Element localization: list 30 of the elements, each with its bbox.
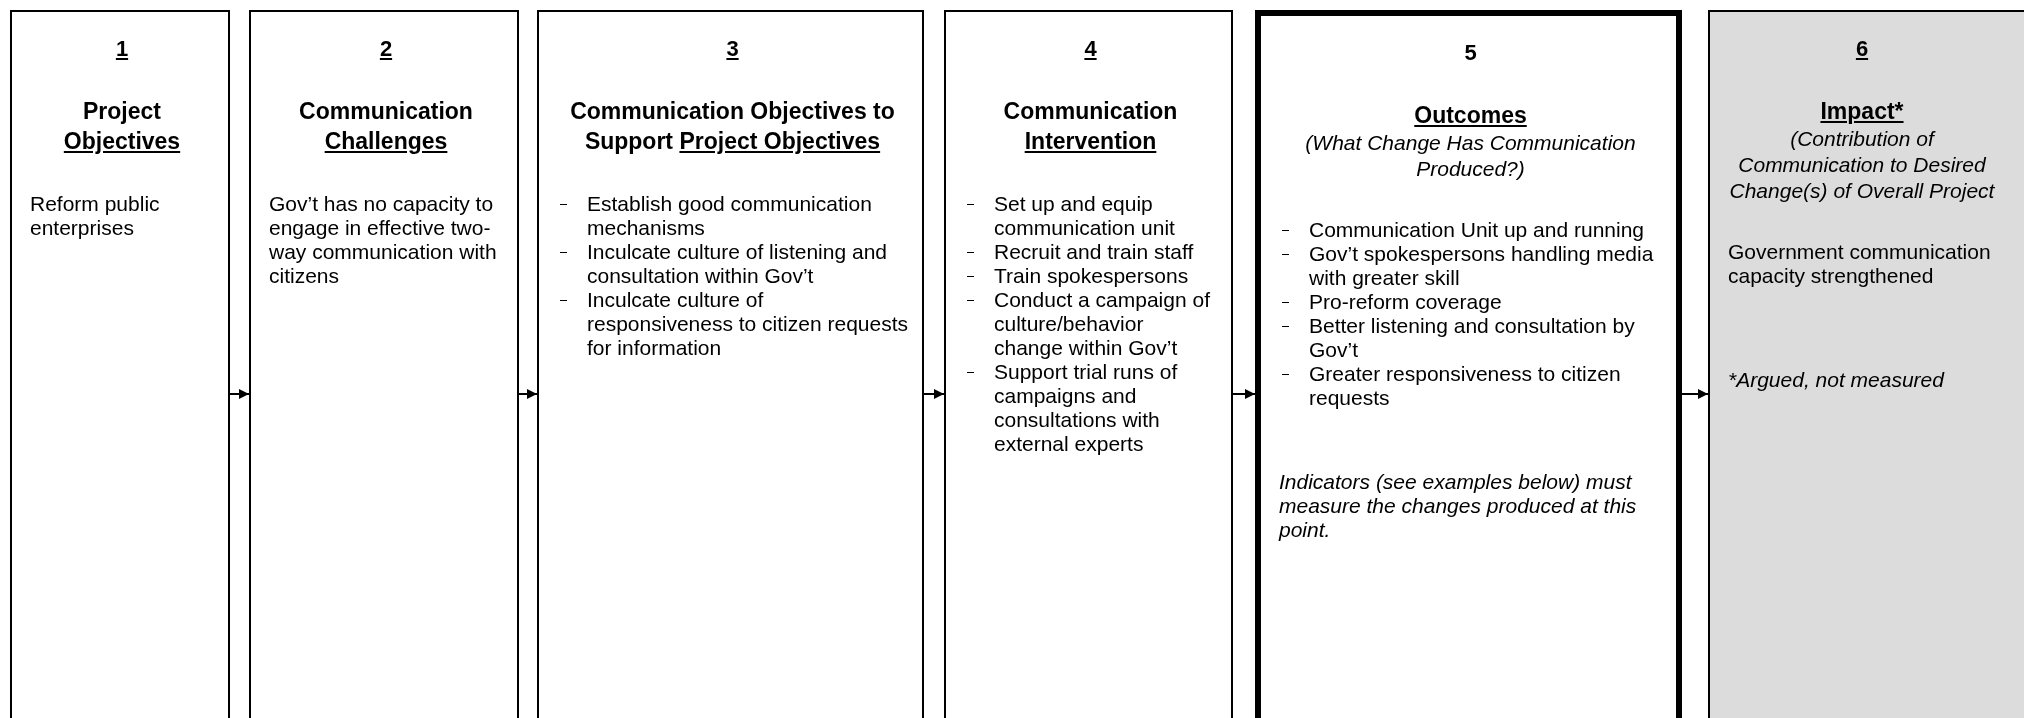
column-heading: Communication Intervention xyxy=(1002,97,1179,156)
column-number: 6 xyxy=(1854,36,1870,62)
note-text: Indicators (see examples below) must measure the changes produced at this point. xyxy=(1279,470,1638,542)
column-heading: Communication Objectives to Support Project Objectives xyxy=(569,97,896,156)
column-number: 3 xyxy=(725,36,740,62)
arrow xyxy=(1681,389,1709,399)
body-text: Gov’t has no capacity to engage in effective two-way communication with citizens xyxy=(269,192,498,288)
arrow xyxy=(923,389,945,399)
body-text: Government communication capacity strengthened xyxy=(1728,240,1992,288)
column-box xyxy=(944,10,1233,718)
column-number: 1 xyxy=(114,36,130,62)
column-box xyxy=(1255,10,1682,718)
arrow xyxy=(229,389,250,399)
column-number: 5 xyxy=(1463,40,1478,66)
note-text: *Argued, not measured xyxy=(1728,368,1946,392)
column-subtitle: (Contribution of Communication to Desired Change(s) of Overall Project xyxy=(1728,126,1996,204)
column-box xyxy=(10,10,230,718)
column-number: 2 xyxy=(378,36,394,62)
column-heading: Outcomes xyxy=(1413,101,1528,130)
column-box xyxy=(1708,10,2024,718)
arrow xyxy=(518,389,538,399)
column-box xyxy=(249,10,519,718)
column-heading: Project Objectives xyxy=(62,97,182,156)
column-number: 4 xyxy=(1083,36,1098,62)
body-text: Reform public enterprises xyxy=(30,192,161,240)
arrow xyxy=(1232,389,1256,399)
column-subtitle: (What Change Has Communication Produced?) xyxy=(1304,130,1637,182)
column-heading: Impact* xyxy=(1819,97,1905,126)
column-box xyxy=(537,10,924,718)
column-heading: Communication Challenges xyxy=(298,97,474,156)
